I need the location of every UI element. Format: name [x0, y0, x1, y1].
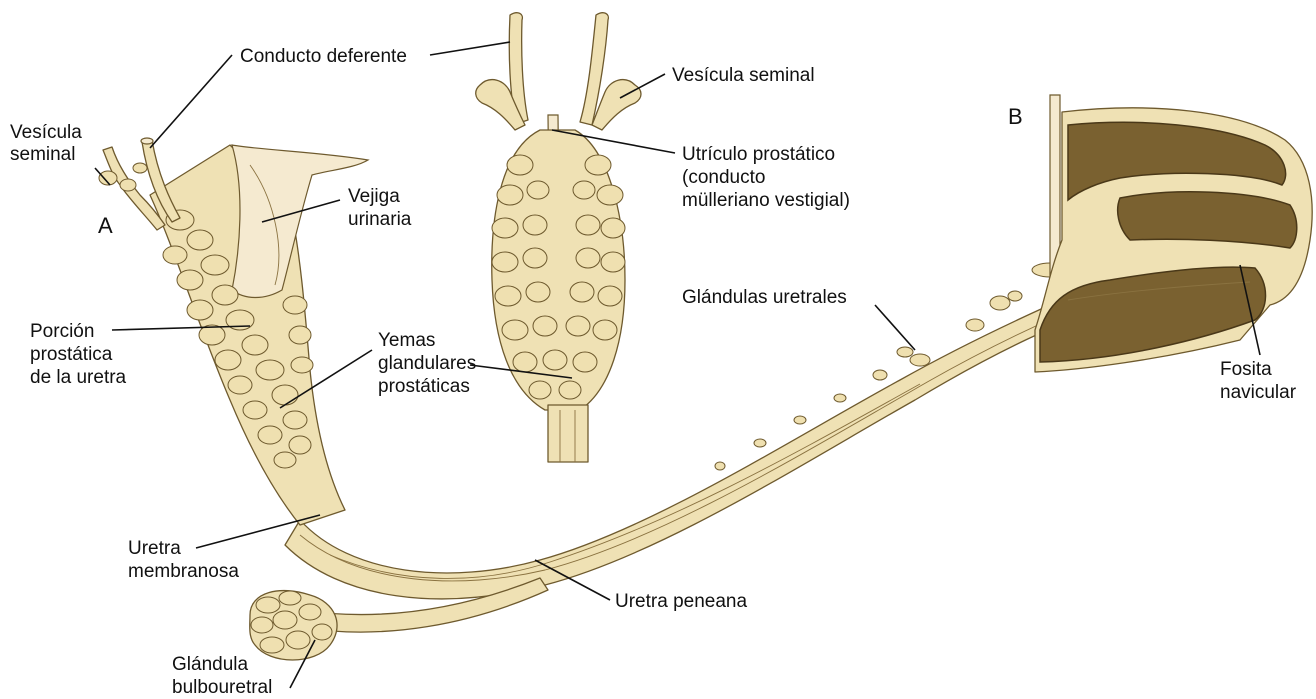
label-vesicula-seminal-a: Vesícula seminal [10, 122, 87, 165]
panel-letter-a: A [98, 213, 113, 238]
leader-conducto-deferente-top [430, 42, 510, 55]
label-utriculo-prostatico: Utrículo prostático (conducto mülleriano… [682, 144, 850, 211]
label-vesicula-seminal-top: Vesícula seminal [672, 65, 815, 86]
label-uretra-peneana: Uretra peneana [615, 591, 747, 612]
leader-conducto-deferente [150, 55, 232, 148]
bulbourethral-gland [250, 591, 337, 660]
leader-glandulas-uretrales [875, 305, 915, 350]
prostate-center-view [476, 13, 641, 462]
label-fosita-navicular: Fosita navicular [1220, 359, 1297, 403]
urethral-tract-illustration [99, 13, 1312, 660]
label-uretra-membranosa: Uretra membranosa [128, 538, 239, 582]
glans-section [1035, 95, 1312, 372]
label-conducto-deferente: Conducto deferente [240, 46, 407, 67]
panel-letter-b: B [1008, 104, 1023, 129]
label-yemas-glandulares: Yemas glandulares prostáticas [378, 330, 482, 397]
label-glandula-bulbouretral: Glándula bulbouretral [172, 654, 272, 698]
label-glandulas-uretrales: Glándulas uretrales [682, 287, 847, 308]
label-porcion-prostatica: Porción prostática de la uretra [30, 321, 127, 388]
label-vejiga-urinaria: Vejiga urinaria [348, 186, 412, 230]
